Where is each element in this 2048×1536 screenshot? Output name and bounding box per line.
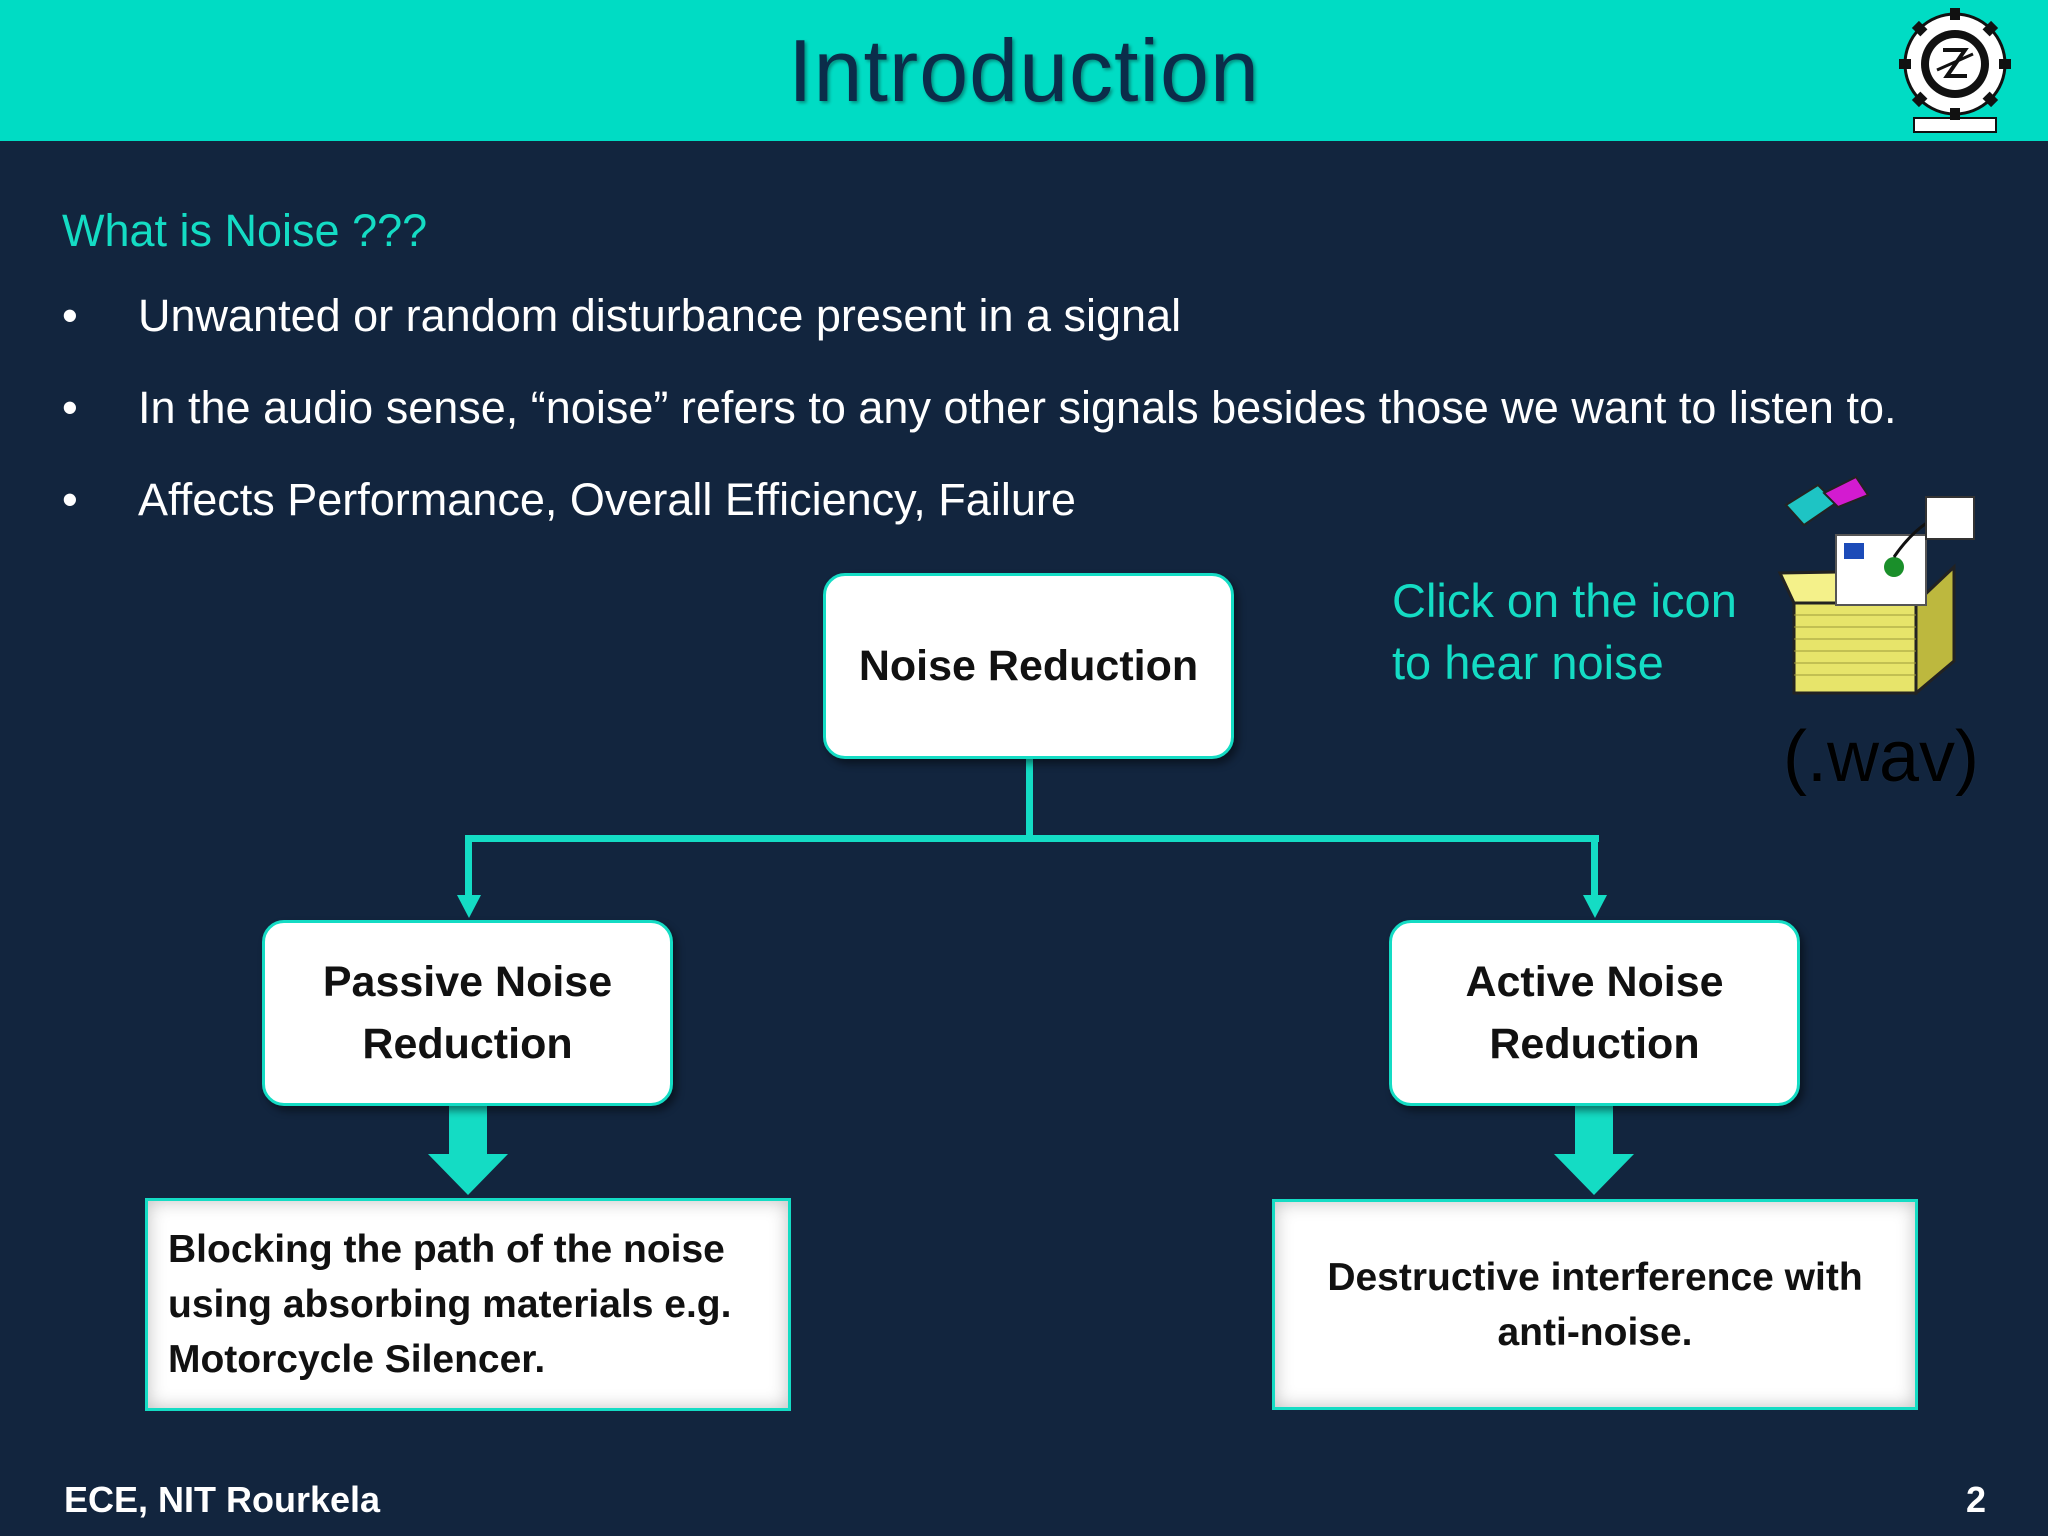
package-sound-icon[interactable] (1776, 475, 1986, 695)
arrow-head (1583, 895, 1607, 918)
audio-hint-line: to hear noise (1392, 636, 1664, 689)
connector-line (1591, 835, 1598, 897)
bullet-marker: • (62, 290, 78, 341)
description-line: Motorcycle Silencer. (168, 1338, 546, 1381)
noise-reduction-node: Noise Reduction (823, 573, 1234, 759)
audio-hint-line: Click on the icon (1392, 574, 1737, 627)
audio-hint: Click on the icon to hear noise (1392, 570, 1737, 694)
block-arrow-shaft (449, 1106, 487, 1156)
nit-rourkela-logo (1899, 8, 2011, 133)
active-noise-reduction-node: Active Noise Reduction (1389, 920, 1800, 1106)
description-line: Destructive interference with (1327, 1255, 1863, 1299)
description-line: anti-noise. (1497, 1310, 1693, 1354)
node-label-line: Passive Noise (322, 958, 613, 1006)
bullet-text: In the audio sense, “noise” refers to an… (138, 382, 1897, 433)
bullet-text: Affects Performance, Overall Efficiency,… (138, 474, 1076, 525)
node-label-line: Reduction (362, 1020, 573, 1068)
node-label-line: Reduction (1489, 1020, 1700, 1068)
wav-file-label: (.wav) (1783, 717, 1979, 797)
noise-question-heading: What is Noise ??? (62, 205, 428, 256)
footer-department: ECE, NIT Rourkela (64, 1479, 381, 1520)
node-label: Noise Reduction (858, 642, 1199, 690)
arrow-head (457, 895, 481, 918)
bullet-marker: • (62, 474, 78, 525)
connector-line (1026, 758, 1033, 841)
block-arrow-shaft (1575, 1106, 1613, 1156)
passive-noise-reduction-node: Passive Noise Reduction (262, 920, 673, 1106)
page-number: 2 (1965, 1479, 1986, 1520)
title-bar (0, 0, 2048, 141)
block-arrow-head (428, 1154, 508, 1195)
connector-line (465, 835, 472, 897)
description-line: using absorbing materials e.g. (168, 1283, 732, 1326)
bullet-text: Unwanted or random disturbance present i… (138, 290, 1182, 341)
slide-title: Introduction (788, 21, 1260, 120)
block-arrow-head (1554, 1154, 1634, 1195)
node-label-line: Active Noise (1465, 958, 1724, 1006)
active-description-box: Destructive interference with anti-noise… (1272, 1199, 1918, 1410)
description-line: Blocking the path of the noise (168, 1228, 725, 1271)
bullet-marker: • (62, 382, 78, 433)
connector-line (465, 835, 1599, 842)
passive-description-box: Blocking the path of the noise using abs… (145, 1198, 791, 1411)
